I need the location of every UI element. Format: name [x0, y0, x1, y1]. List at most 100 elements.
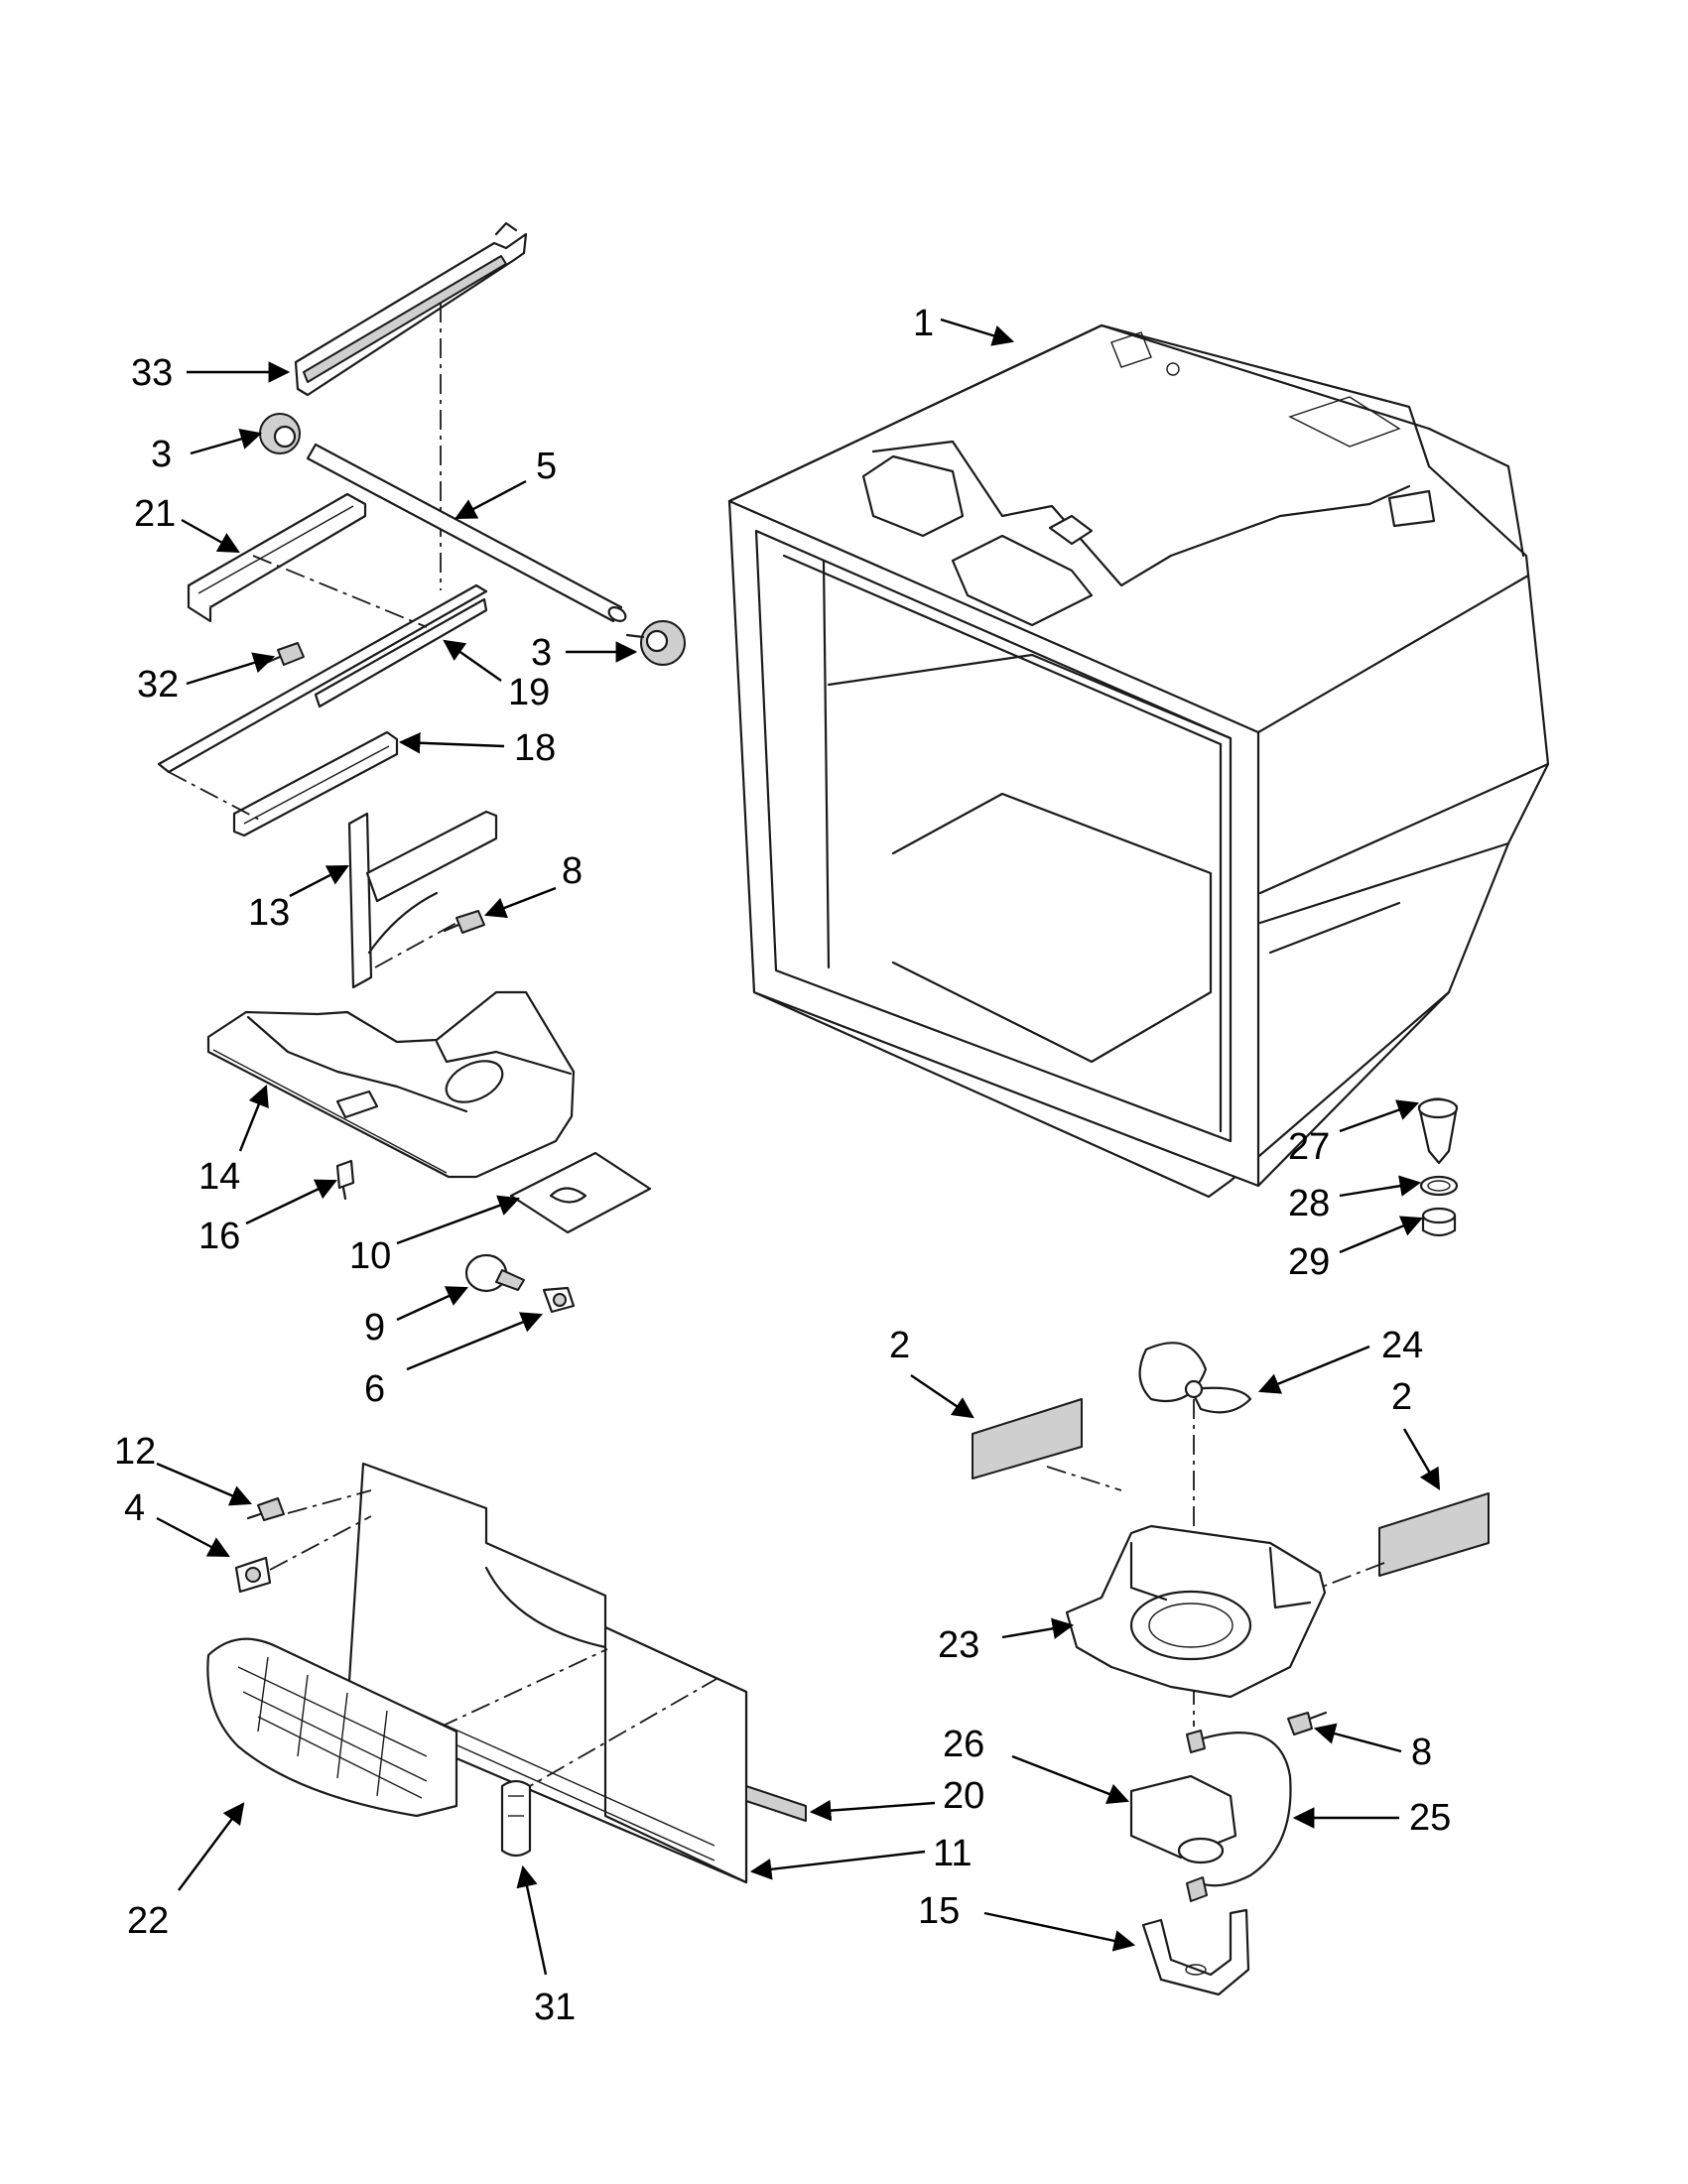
centerline-insulation-left: [1046, 1466, 1122, 1491]
callout-3: 3: [151, 434, 172, 475]
callout-9: 9: [364, 1307, 385, 1349]
callout-19: 19: [508, 672, 550, 713]
leader-12: [156, 1462, 252, 1506]
part-4-cam: [234, 1556, 272, 1594]
part-21-bracket: [187, 492, 367, 623]
leader-6: [406, 1312, 544, 1371]
part-31-light-lens: [500, 1779, 532, 1858]
part-5-shaft: [306, 443, 627, 623]
part-9-bulb: [464, 1253, 525, 1293]
leader-20: [809, 1799, 936, 1822]
part-28-ring: [1419, 1175, 1459, 1197]
callout-13: 13: [248, 892, 290, 934]
callout-27: 27: [1288, 1126, 1330, 1168]
part-6-socket: [542, 1286, 576, 1314]
leader-arrows: [156, 318, 1441, 1976]
part-29-cap: [1421, 1207, 1457, 1237]
part-16-switch: [335, 1159, 355, 1201]
callout-labels: 33 3 5 21 32 19 3 18 13 8 14 16 10 9 6 1…: [114, 303, 1451, 2028]
part-24-fan-blade: [1138, 1342, 1252, 1414]
centerline-12-11: [287, 1489, 372, 1514]
leader-23: [1001, 1617, 1075, 1639]
callout-10: 10: [349, 1235, 391, 1277]
callout-4: 4: [124, 1487, 145, 1529]
part-8-screw-bottom: [1287, 1711, 1328, 1735]
callout-24: 24: [1381, 1325, 1423, 1366]
leader-28: [1339, 1175, 1422, 1198]
callout-21: 21: [134, 493, 176, 535]
part-15-bracket: [1141, 1908, 1250, 1996]
centerline-31-11: [515, 1678, 717, 1795]
leader-13: [289, 864, 349, 898]
leader-8b: [1313, 1723, 1402, 1753]
leader-18: [398, 731, 505, 754]
part-10-label: [509, 1151, 652, 1234]
leader-32: [186, 652, 276, 686]
leader-8a: [483, 886, 557, 919]
callout-23: 23: [938, 1624, 979, 1666]
part-22-grille: [206, 1637, 458, 1818]
leader-24: [1258, 1345, 1370, 1394]
callout-32: 32: [137, 664, 179, 706]
leader-26: [1011, 1754, 1130, 1805]
leader-27: [1339, 1099, 1420, 1133]
leader-16: [245, 1179, 337, 1225]
callout-2: 2: [1391, 1376, 1412, 1418]
callout-20: 20: [943, 1775, 984, 1817]
callout-31: 31: [534, 1987, 576, 2028]
callout-26: 26: [943, 1724, 984, 1765]
part-8-screw-top: [443, 910, 485, 934]
callout-8: 8: [562, 850, 583, 892]
callout-22: 22: [127, 1900, 169, 1942]
callout-12: 12: [114, 1431, 156, 1473]
part-32-screw: [264, 642, 305, 666]
callout-6: 6: [364, 1368, 385, 1410]
callout-33: 33: [131, 352, 173, 394]
leader-9: [396, 1286, 468, 1322]
leader-15: [983, 1911, 1136, 1952]
part-23-fan-shroud: [1065, 1524, 1327, 1699]
callout-2: 2: [889, 1325, 910, 1366]
part-3-gear-bottom: [625, 620, 686, 666]
callout-5: 5: [536, 446, 557, 487]
centerline-21-19: [252, 555, 428, 628]
leader-5: [454, 479, 527, 520]
leader-4: [156, 1516, 230, 1558]
leader-19: [443, 639, 502, 682]
centerline-19-18: [168, 771, 264, 823]
callout-28: 28: [1288, 1183, 1330, 1224]
leader-31: [516, 1864, 548, 1976]
part-26-motor: [1129, 1730, 1237, 1864]
leader-1: [940, 318, 1015, 346]
leader-21: [181, 518, 240, 554]
part-13-bracket: [347, 810, 498, 989]
leader-22: [178, 1802, 245, 1891]
callout-3: 3: [531, 632, 552, 674]
callout-15: 15: [918, 1890, 960, 1932]
centerline-13-8: [374, 922, 457, 968]
part-18-rail: [232, 730, 399, 837]
callout-14: 14: [198, 1156, 240, 1198]
part-27-drain: [1417, 1097, 1459, 1165]
leader-10: [396, 1195, 521, 1245]
part-12-screw: [246, 1497, 285, 1521]
leader-3a: [190, 428, 263, 455]
part-20-gasket: [745, 1785, 807, 1822]
callout-11: 11: [933, 1833, 972, 1874]
part-2-insulation-left: [972, 1398, 1083, 1479]
part-33-rail: [294, 221, 528, 397]
leader-14: [238, 1084, 269, 1152]
callout-16: 16: [198, 1216, 240, 1257]
callout-18: 18: [514, 727, 556, 769]
leader-2b: [1402, 1428, 1441, 1490]
centerline-4-11: [269, 1515, 372, 1571]
part-25-wire: [1186, 1732, 1292, 1902]
part-3-gear-top: [259, 413, 301, 454]
callout-25: 25: [1409, 1797, 1451, 1839]
part-2-insulation-right: [1378, 1492, 1490, 1577]
callout-8: 8: [1411, 1732, 1432, 1773]
part-1-liner: [727, 323, 1550, 1199]
part-11-cover: [345, 1462, 748, 1884]
leader-2a: [910, 1374, 974, 1419]
